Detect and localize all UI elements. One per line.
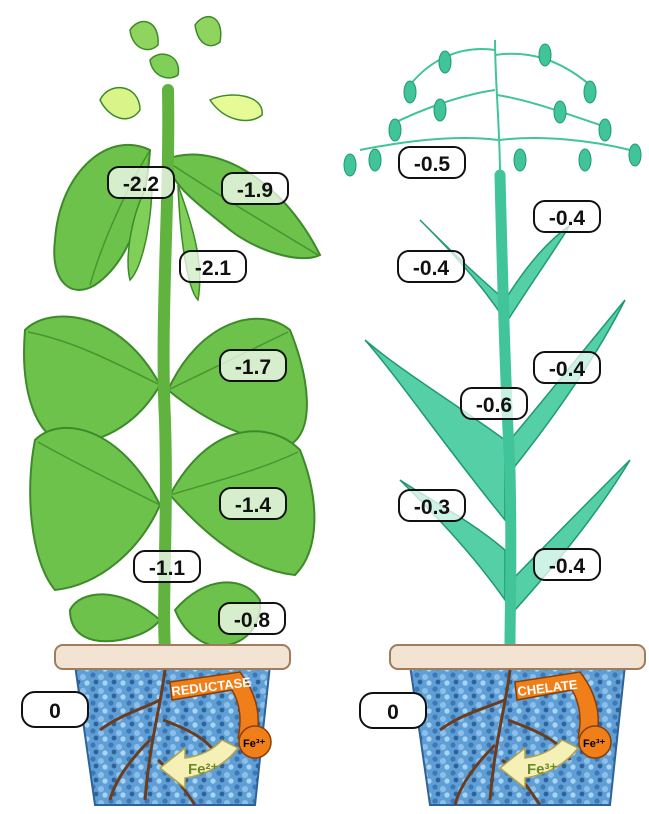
left-value-label: -0.8: [218, 602, 286, 635]
left-value-label: -1.9: [221, 172, 289, 205]
spikelet: [579, 149, 591, 171]
spikelet: [439, 51, 451, 73]
fe3-ion-right-label: Fe³⁺: [583, 738, 606, 750]
grass-leaf: [505, 225, 570, 320]
left-leaf: [70, 594, 160, 641]
fe3-ion-left-label: Fe³⁺: [243, 738, 266, 750]
right-zero-label: 0: [359, 692, 427, 729]
right-value-label: -0.4: [533, 351, 601, 384]
grass-leaf: [512, 460, 630, 610]
spikelet: [389, 119, 401, 141]
right-value-label: -0.4: [397, 250, 465, 283]
spikelet: [554, 101, 566, 123]
spikelet: [434, 99, 446, 121]
left-zero-label: 0: [21, 691, 89, 728]
spikelet: [599, 119, 611, 141]
spikelet: [404, 81, 416, 103]
spikelet: [369, 149, 381, 171]
left-value-label: -1.1: [133, 550, 201, 583]
right-value-label: -0.3: [398, 489, 466, 522]
left-value-label: -2.1: [179, 250, 247, 283]
right-value-label: -0.6: [460, 387, 528, 420]
flower-bud: [150, 54, 178, 78]
flower: [210, 95, 262, 120]
spikelet: [539, 44, 551, 66]
left-value-label: -1.4: [219, 487, 287, 520]
spikelet: [584, 81, 596, 103]
spikelet: [344, 154, 356, 176]
spikelet: [514, 149, 526, 171]
right-value-label: -0.5: [398, 146, 466, 179]
fe3-chelate-label: Fe³⁺: [527, 761, 558, 778]
left-value-label: -2.2: [107, 166, 175, 199]
flower: [100, 88, 140, 119]
right-value-label: -0.4: [533, 548, 601, 581]
fe2-ion-label: Fe²⁺: [188, 761, 219, 778]
right-value-label: -0.4: [533, 200, 601, 233]
spikelet: [629, 144, 641, 166]
left-value-label: -1.7: [219, 349, 287, 382]
flower-bud: [195, 17, 221, 46]
flower-bud: [130, 22, 158, 50]
